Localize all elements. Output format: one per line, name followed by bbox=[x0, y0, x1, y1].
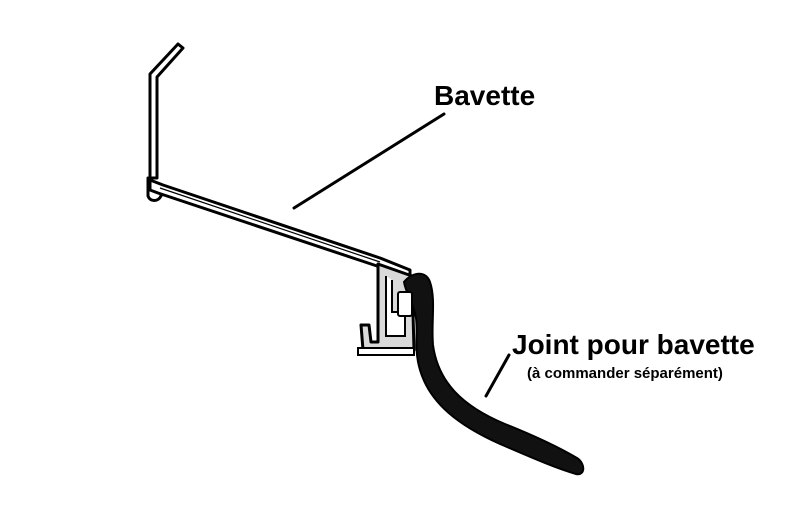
joint-seal bbox=[397, 272, 585, 476]
bavette-sheet bbox=[148, 178, 412, 279]
bavette-upstand bbox=[148, 42, 185, 180]
joint-leader-line bbox=[484, 353, 511, 398]
joint-note-label: (à commander séparément) bbox=[527, 365, 723, 382]
profile-holder bbox=[357, 262, 416, 356]
bavette-label: Bavette bbox=[434, 80, 536, 111]
bavette-upstand-foot bbox=[146, 176, 163, 202]
joint-label: Joint pour bavette bbox=[512, 329, 755, 360]
bavette-leader-line bbox=[292, 112, 446, 210]
